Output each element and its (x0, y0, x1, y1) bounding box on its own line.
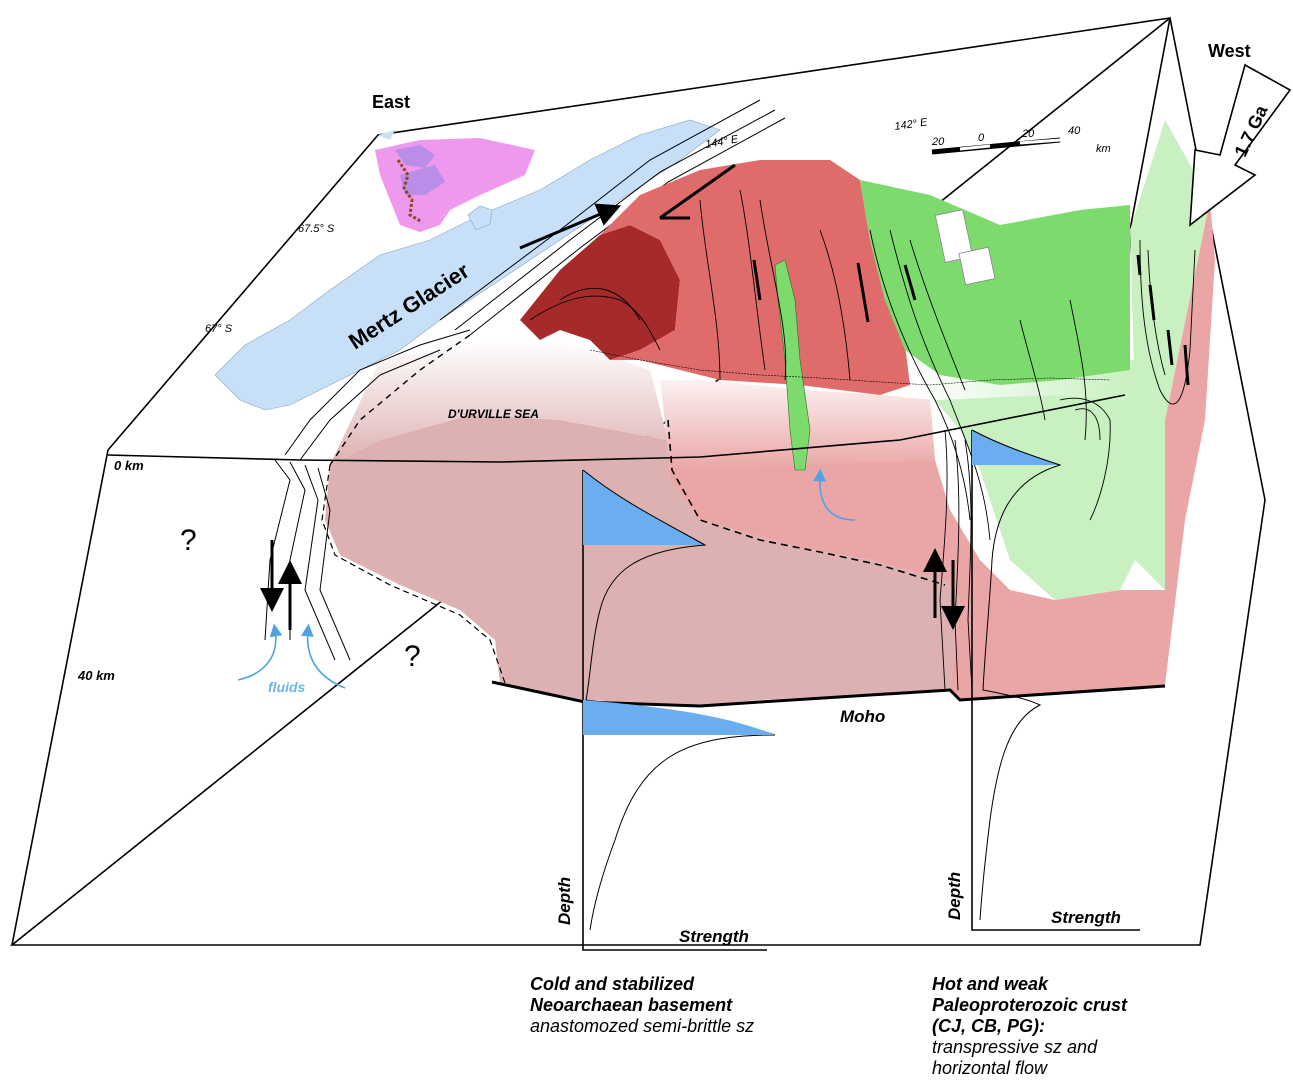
scale-unit: km (1096, 143, 1111, 155)
label-lon-142: 142° E (894, 116, 929, 133)
caption-right: Hot and weak Paleoproterozoic crust (CJ,… (932, 974, 1272, 1079)
label-depth-0: 0 km (114, 458, 144, 473)
label-question-1: ? (180, 524, 197, 557)
scale-tick-20-right: 20 (1021, 128, 1035, 140)
caption-left: Cold and stabilized Neoarchaean basement… (530, 974, 890, 1037)
ice-corner (378, 130, 395, 140)
caption-right-title-1: Hot and weak (932, 974, 1272, 995)
caption-right-subtitle-2: horizontal flow (932, 1058, 1272, 1079)
scale-tick-40: 40 (1068, 125, 1081, 137)
label-question-2: ? (404, 640, 421, 673)
caption-right-subtitle-1: transpressive sz and (932, 1037, 1272, 1058)
axis-strength-left: Strength (679, 927, 749, 946)
label-depth-40: 40 km (77, 668, 115, 683)
label-fluids: fluids (268, 679, 306, 695)
caption-right-title-2: Paleoproterozoic crust (932, 995, 1272, 1016)
inset-box-2 (959, 247, 995, 285)
caption-left-title-1: Cold and stabilized (530, 974, 890, 995)
axis-depth-right: Depth (945, 872, 964, 920)
axis-depth-left: Depth (555, 877, 574, 925)
axis-strength-right: Strength (1051, 908, 1121, 927)
label-lat-67: 67° S (205, 323, 233, 335)
label-east: East (372, 92, 410, 112)
label-west: West (1208, 41, 1251, 61)
label-durville-sea: D'URVILLE SEA (448, 407, 539, 421)
caption-right-title-3: (CJ, CB, PG): (932, 1016, 1272, 1037)
caption-left-title-2: Neoarchaean basement (530, 995, 890, 1016)
caption-left-subtitle: anastomozed semi-brittle sz (530, 1016, 890, 1037)
scale-tick-20-left: 20 (931, 136, 945, 148)
label-lat-67-5: 67.5° S (298, 223, 335, 235)
scale-tick-0: 0 (978, 132, 985, 144)
scale-bar (932, 140, 1060, 152)
label-moho: Moho (840, 707, 885, 726)
